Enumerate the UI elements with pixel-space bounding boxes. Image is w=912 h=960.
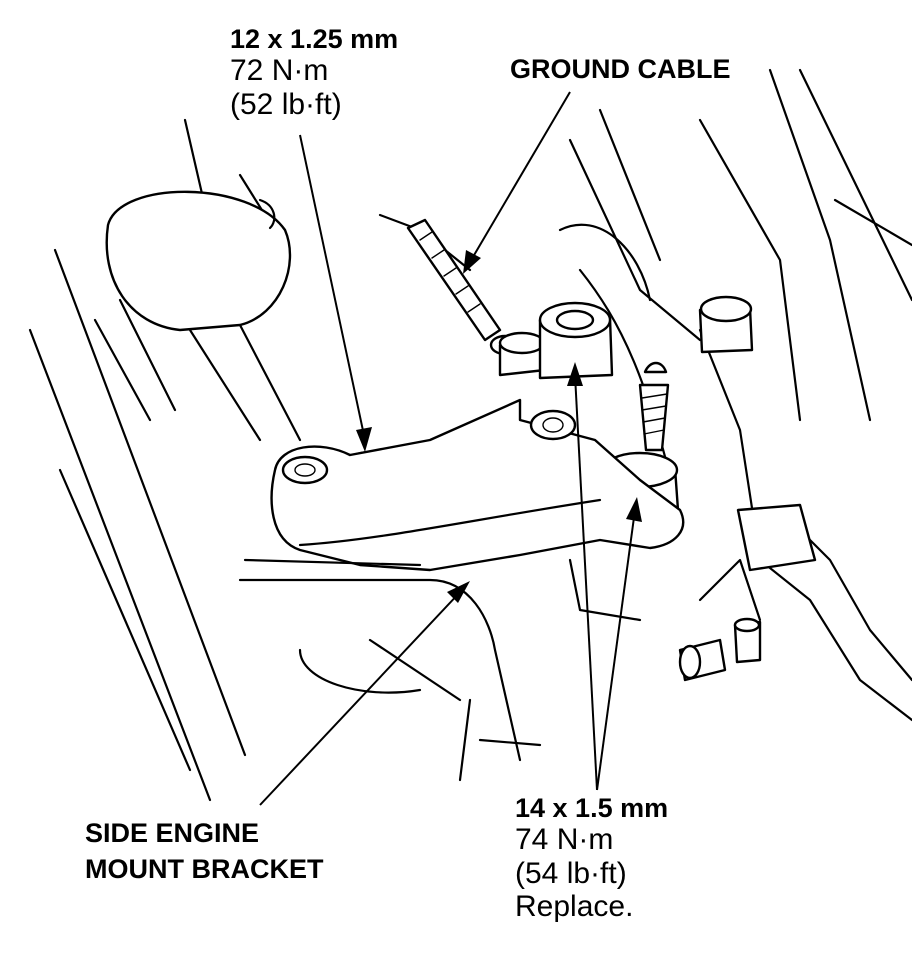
bolt-12mm-torque-nm: 72 N·m [230, 54, 329, 88]
leader-12mm [299, 134, 372, 452]
leader-ground-cable [463, 91, 571, 274]
ground-cable-label: GROUND CABLE [510, 54, 731, 84]
bolt-14mm-torque-nm: 74 N·m [515, 823, 614, 857]
frame-rail-left [28, 118, 267, 802]
bolt-14mm-torque-lbft: (54 lb·ft) [515, 856, 627, 890]
bracket-label: SIDE ENGINE MOUNT BRACKET [85, 818, 323, 884]
side-engine-mount-bracket [270, 398, 685, 572]
hose-and-clamp [678, 503, 912, 722]
bolt-14mm-label: 14 x 1.5 mm 74 N·m (54 lb·ft) Replace. [515, 793, 668, 924]
bolt-12mm-label: 12 x 1.25 mm 72 N·m (52 lb·ft) [230, 24, 398, 121]
bolt-14mm-size: 14 x 1.5 mm [515, 793, 669, 823]
leader-bracket [259, 581, 470, 806]
leader-14mm [567, 362, 642, 791]
lower-structure [238, 558, 642, 782]
ground-cable [406, 218, 521, 356]
round-cap [93, 190, 302, 442]
bolt-14mm-note: Replace. [515, 890, 634, 924]
bracket-label-line1: SIDE ENGINE [85, 818, 260, 848]
bolt-12mm-torque-lbft: (52 lb·ft) [230, 87, 342, 121]
bolt-12mm-size: 12 x 1.25 mm [230, 24, 399, 54]
bracket-label-line2: MOUNT BRACKET [85, 854, 324, 885]
